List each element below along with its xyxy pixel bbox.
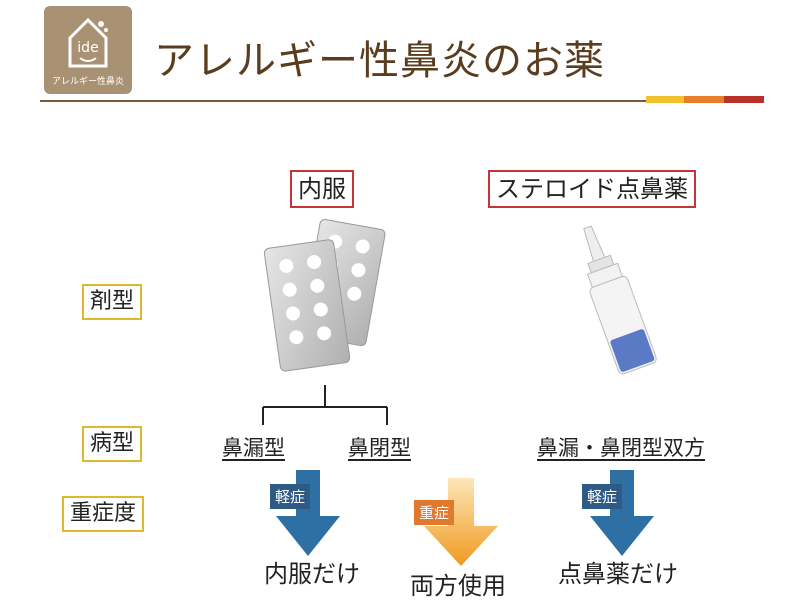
result-oral-only: 内服だけ — [264, 560, 360, 588]
header-divider — [40, 100, 764, 102]
arrow-down-icon — [590, 470, 654, 556]
row-label-severity: 重症度 — [62, 496, 145, 532]
row-label-dosage-form: 剤型 — [82, 284, 143, 320]
arrow-down-icon — [276, 470, 340, 556]
logo: ide アレルギー性鼻炎 — [44, 6, 132, 94]
accent-bar-yellow — [646, 96, 684, 103]
pill-blister-pack-icon — [263, 219, 386, 372]
result-both-use: 両方使用 — [410, 572, 506, 600]
column-header-oral: 内服 — [290, 170, 354, 208]
column-header-nasal: ステロイド点鼻薬 — [488, 170, 696, 208]
nasal-spray-icon — [583, 225, 657, 375]
badge-severe: 重症 — [414, 500, 455, 525]
type-runny: 鼻漏型 — [222, 436, 285, 460]
result-nasal-only: 点鼻薬だけ — [558, 560, 678, 588]
house-logo-icon: ide — [68, 17, 108, 68]
arrow-down-icon — [424, 478, 498, 566]
accent-bar-red — [724, 96, 764, 103]
logo-mark-text: ide — [77, 40, 98, 56]
type-both: 鼻漏・鼻閉型双方 — [537, 436, 705, 460]
page-title: アレルギー性鼻炎のお薬 — [154, 38, 605, 84]
logo-caption: アレルギー性鼻炎 — [51, 77, 124, 87]
badge-mild-left: 軽症 — [270, 484, 311, 509]
accent-bar-orange — [684, 96, 724, 103]
badge-mild-right: 軽症 — [582, 484, 623, 509]
row-label-disease-type: 病型 — [82, 426, 143, 462]
bracket-connector — [262, 385, 388, 425]
type-blocked: 鼻閉型 — [348, 436, 411, 460]
